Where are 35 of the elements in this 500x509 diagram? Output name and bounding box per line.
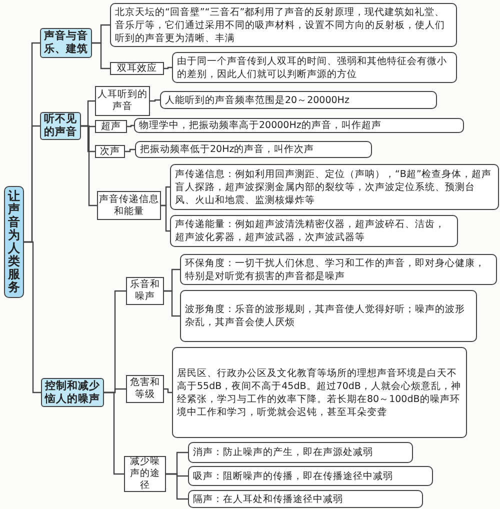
- topic-box: 听不见的声音: [40, 112, 81, 140]
- note-box: 声传递信息：例如利用回声测距、定位（声呐），“B超”检查身体，超声盲人探路，超声波探测金属内部的裂纹等，次声波定位系统、预测台风、火山和地震、监测核爆炸等: [170, 164, 499, 210]
- subtopic-box: 人耳听到的声音: [95, 86, 150, 116]
- subtopic-box: 超声: [95, 120, 127, 133]
- connector-line: [104, 392, 124, 475]
- note-box: 声传递能量：例如超声波清洗精密仪器，超声波碎石、洁齿，超声波化雾器，超声波武器，次声波武器等: [170, 215, 458, 247]
- note-box: 隔声：在人耳处和传播途径中减弱: [188, 490, 423, 508]
- connector-line: [164, 388, 172, 394]
- connector-line: [24, 241, 41, 394]
- connector-line: [164, 290, 180, 317]
- connector-line: [166, 473, 188, 500]
- connector-line: [150, 99, 160, 102]
- note-box: 北京天坛的“回音壁”“三音石”都利用了声音的反射原理，现代建筑如礼堂、音乐厅等，它们通过采用不同的吸声材料，设置不同方向的反射板，使人们听到的声音更为清晰、丰满: [110, 3, 457, 47]
- note-box: 波形角度：乐音的波形规则，其声音使人觉得好听；噪声的波形杂乱，其声音会使人厌烦: [180, 290, 477, 342]
- note-box: 由于同一个声音传到人双耳的时间、强弱和其他特征会有微小的差别，因此人们就可以判断声源的方位: [172, 52, 457, 83]
- subtopic-box: 声音传递信息和能量: [97, 191, 161, 220]
- subtopic-box: 危害和等级: [126, 375, 164, 403]
- subtopic-box: 减少噪声的途径: [124, 456, 166, 492]
- connector-line: [81, 125, 97, 206]
- note-box: 人能听到的声音频率范围是20～20000Hz: [160, 91, 437, 109]
- connector-line: [161, 204, 170, 232]
- note-box: 把振动频率低于20Hz的声音，叫作次声: [135, 141, 372, 158]
- subtopic-box: 双耳效应: [110, 62, 164, 75]
- topic-box: 声音与音乐、建筑: [40, 28, 92, 58]
- topic-box: 控制和减少恼人的噪声: [41, 378, 104, 407]
- note-box: 居民区、行政办公区及文化教育等场所的理想声音环境是白天不高于55dB，夜间不高于45dB。超过70dB，人就会心烦意乱，神经紧张，学习与工作的效率下降。若长期在80～100dB的噪声环境中工作和学习，听觉就会迟钝，甚至耳朵变聋: [172, 347, 467, 438]
- note-box: 物理学中，把振动频率高于20000Hz的声音，叫作超声: [134, 118, 464, 133]
- note-box: 环保角度：一切干扰人们休息、学习和工作的声音，即对身心健康，特别是对听觉有损害的声音都是噪声: [180, 254, 497, 285]
- subtopic-box: 乐音和噪声: [126, 277, 164, 305]
- note-box: 吸声：阻断噪声的传播，即在传播途径中减弱: [188, 466, 433, 486]
- note-box: 消声：防止噪声的产生，即在声源处减弱: [188, 442, 413, 463]
- connector-line: [92, 42, 110, 70]
- subtopic-box: 次声: [95, 145, 125, 158]
- root-topic-box: 让声音为人类服务: [4, 186, 24, 298]
- connector-line: [125, 148, 135, 152]
